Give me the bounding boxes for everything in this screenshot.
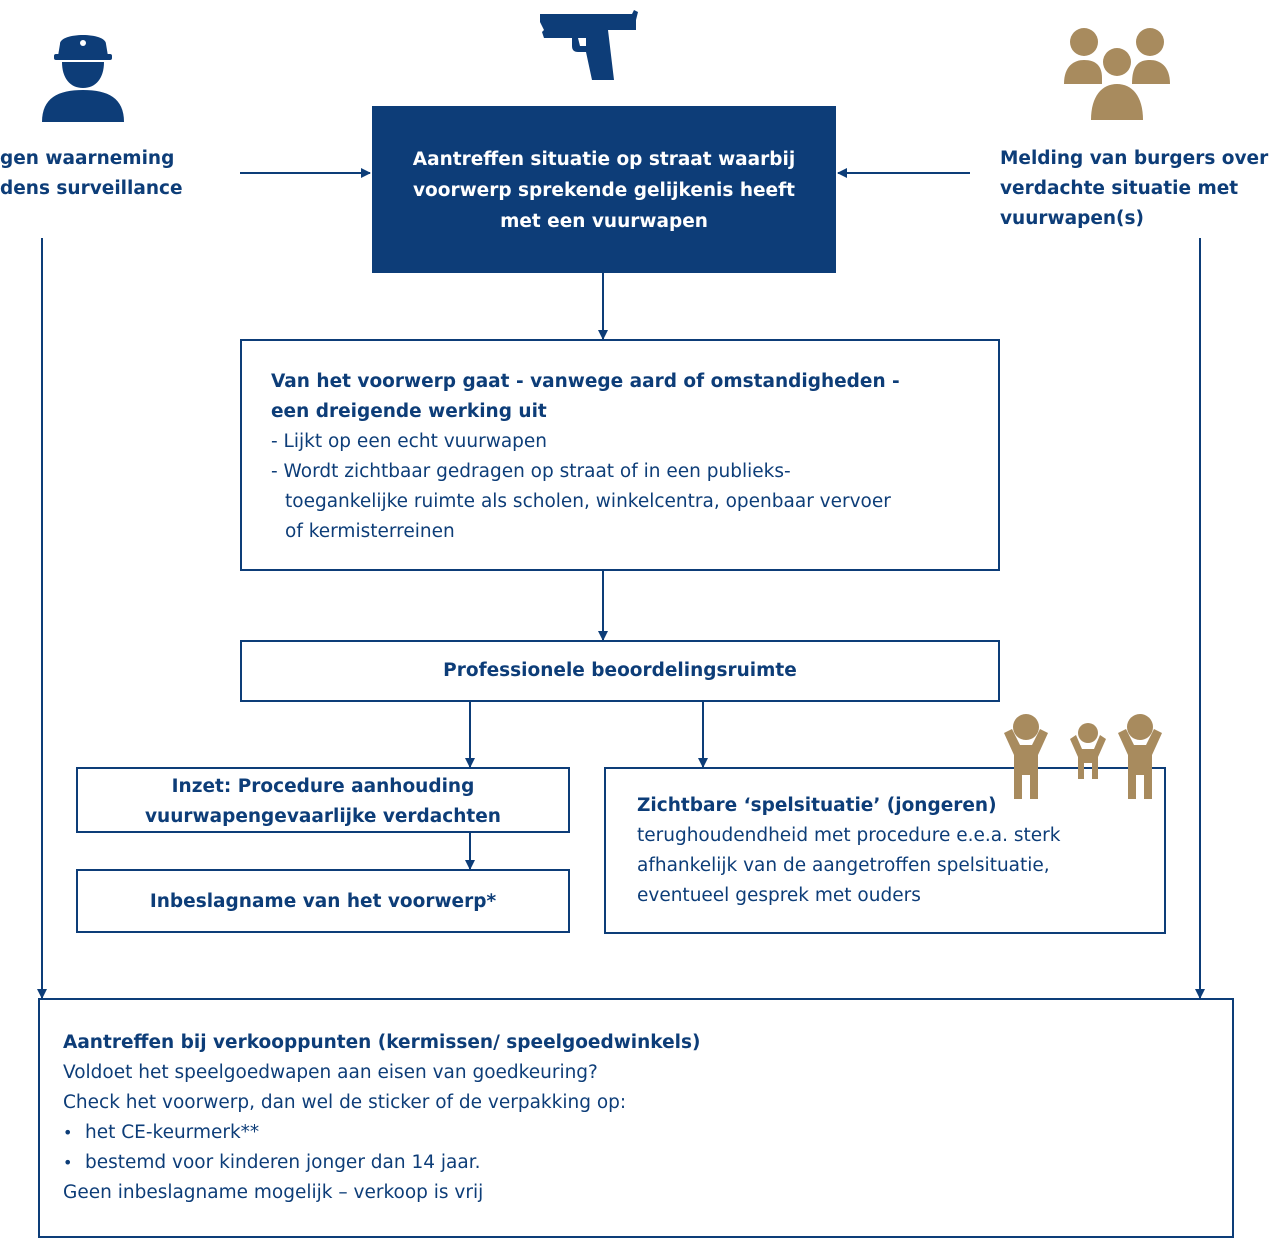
sales-line-2: Check het voorwerp, dan wel de sticker o… — [63, 1092, 627, 1113]
procedure-box: Inzet: Procedure aanhouding vuurwapengev… — [76, 767, 570, 833]
situation-box: Aantreffen situatie op straat waarbij vo… — [372, 106, 836, 273]
threat-item-2-line-2: toegankelijke ruimte als scholen, winkel… — [285, 491, 891, 512]
source-citizen-report: Melding van burgers over verdachte situa… — [1000, 144, 1268, 234]
pistol-icon — [540, 10, 638, 80]
situation-line-2: voorwerp sprekende gelijkenis heeft — [412, 180, 795, 201]
source-own-observation: gen waarneming dens surveillance — [0, 144, 183, 204]
police-officer-icon — [42, 35, 124, 122]
source-citizen-report-line-3: vuurwapen(s) — [1000, 208, 1144, 229]
situation-line-3: met een vuurwapen — [500, 211, 708, 232]
judgement-label: Professionele beoordelingsruimte — [443, 660, 797, 681]
threat-item-2-line-1: - Wordt zichtbaar gedragen op straat of … — [271, 461, 791, 482]
threat-item-2-line-3: of kermisterreinen — [285, 521, 455, 542]
sales-line-3: Geen inbeslagname mogelijk – verkoop is … — [63, 1182, 484, 1203]
threat-item-1: - Lijkt op een echt vuurwapen — [271, 431, 548, 452]
sales-checklist: het CE-keurmerk** bestemd voor kinderen … — [63, 1118, 1232, 1178]
seizure-box: Inbeslagname van het voorwerp* — [76, 869, 570, 933]
sales-check-ce-mark: het CE-keurmerk** — [63, 1118, 1232, 1148]
threat-title-line-2: een dreigende werking uit — [271, 401, 547, 422]
play-situation-box: Zichtbare ‘spelsituatie’ (jongeren) teru… — [604, 767, 1166, 934]
situation-line-1: Aantreffen situatie op straat waarbij — [412, 149, 796, 170]
source-own-observation-line-2: dens surveillance — [0, 178, 183, 199]
source-citizen-report-line-1: Melding van burgers over — [1000, 148, 1269, 169]
sales-line-1: Voldoet het speelgoedwapen aan eisen van… — [63, 1062, 598, 1083]
play-line-2: afhankelijk van de aangetroffen spelsitu… — [637, 855, 1050, 876]
sales-check-age: bestemd voor kinderen jonger dan 14 jaar… — [63, 1148, 1232, 1178]
procedure-line-2: vuurwapengevaarlijke verdachten — [145, 806, 501, 827]
source-own-observation-line-1: gen waarneming — [0, 148, 175, 169]
people-group-icon — [1064, 28, 1170, 122]
children-playing-icon — [1004, 714, 1162, 799]
play-title: Zichtbare ‘spelsituatie’ (jongeren) — [637, 795, 997, 816]
threat-box: Van het voorwerp gaat - vanwege aard of … — [240, 339, 1000, 571]
judgement-box: Professionele beoordelingsruimte — [240, 640, 1000, 702]
procedure-line-1: Inzet: Procedure aanhouding — [171, 776, 475, 797]
threat-title-line-1: Van het voorwerp gaat - vanwege aard of … — [271, 371, 900, 392]
play-line-3: eventueel gesprek met ouders — [637, 885, 921, 906]
source-citizen-report-line-2: verdachte situatie met — [1000, 178, 1239, 199]
seizure-label: Inbeslagname van het voorwerp* — [149, 891, 497, 912]
play-line-1: terughoudendheid met procedure e.e.a. st… — [637, 825, 1061, 846]
sales-title: Aantreffen bij verkooppunten (kermissen/… — [63, 1032, 701, 1053]
sales-points-box: Aantreffen bij verkooppunten (kermissen/… — [38, 998, 1234, 1238]
